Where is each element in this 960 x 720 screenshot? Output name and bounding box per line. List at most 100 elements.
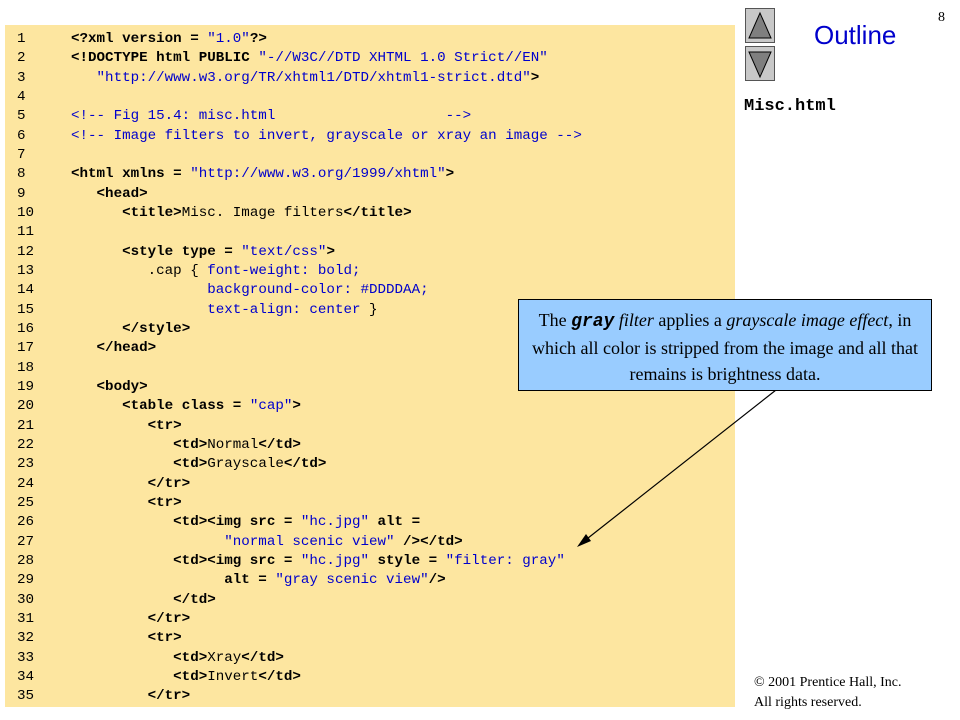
code-line: 12 <style type = "text/css"> [5,243,735,262]
code-line: 32 <tr> [5,629,735,648]
code-token: <body> [96,378,148,395]
code-token: </td> [241,649,284,666]
callout-note: The gray filter applies a grayscale imag… [518,299,932,391]
line-content: <style type = "text/css"> [71,243,335,262]
outline-title: Outline [814,20,897,50]
line-content: "http://www.w3.org/TR/xhtml1/DTD/xhtml1-… [71,69,540,88]
line-content: <!-- Image filters to invert, grayscale … [71,127,582,146]
line-content: background-color: #DDDDAA; [71,281,428,300]
line-number: 21 [17,417,35,434]
code-token: font-weight: bold; [207,262,361,279]
line-number: 34 [17,668,35,685]
code-line: 5<!-- Fig 15.4: misc.html --> [5,107,735,126]
line-number: 19 [17,378,35,395]
code-token: <head> [96,185,148,202]
code-line: 3 "http://www.w3.org/TR/xhtml1/DTD/xhtml… [5,69,735,88]
code-token: <title> [122,204,182,221]
code-token: } [360,301,378,318]
line-content: </tr> [71,687,191,706]
line-content: <tr> [71,494,182,513]
code-token: <td> [173,649,208,666]
line-number: 18 [17,359,35,376]
line-content: <html xmlns = "http://www.w3.org/1999/xh… [71,165,454,184]
code-token: <html xmlns = [71,166,191,183]
code-token: /></td> [394,533,463,550]
code-token: "normal scenic view" [224,533,395,550]
line-number: 33 [17,649,35,666]
line-content: <title>Misc. Image filters</title> [71,204,412,223]
code-token: text-align: center [207,301,361,318]
code-token: <!-- Fig 15.4: misc.html --> [71,108,472,125]
line-content: <td>Normal</td> [71,436,301,455]
line-number: 16 [17,320,35,337]
line-content: </tr> [71,475,191,494]
code-token: <tr> [147,630,182,647]
line-number: 12 [17,243,35,260]
code-token: </td> [173,591,216,608]
code-token: Invert [207,668,259,685]
previous-slide-button[interactable] [745,8,775,43]
line-number: 6 [17,127,26,144]
code-token: </td> [258,668,301,685]
code-token: "filter: gray" [445,552,565,569]
line-content: <tr> [71,417,182,436]
code-token: Xray [207,649,242,666]
code-token: <td> [173,436,208,453]
code-line: 14 background-color: #DDDDAA; [5,281,735,300]
line-number: 2 [17,50,26,67]
callout-rest: , in which all color is stripped from th… [532,310,918,384]
line-number: 4 [17,88,26,105]
code-token: "http://www.w3.org/1999/xhtml" [190,166,446,183]
line-content: <td>Grayscale</td> [71,455,326,474]
code-line: 13 .cap { font-weight: bold; [5,262,735,281]
line-number: 30 [17,591,35,608]
code-token: </td> [283,456,327,473]
code-line: 23 <td>Grayscale</td> [5,455,735,474]
line-number: 9 [17,185,26,202]
code-token: "1.0" [207,31,250,47]
copyright-line-1: © 2001 Prentice Hall, Inc. [754,675,902,690]
code-line: 33 <td>Xray</td> [5,649,735,668]
line-number: 20 [17,398,35,415]
code-line: 19 <body> [5,378,735,397]
code-token: "http://www.w3.org/TR/xhtml1/DTD/xhtml1-… [96,69,531,86]
code-token: > [292,398,301,415]
line-number: 27 [17,533,35,550]
code-line: 31 </tr> [5,610,735,629]
line-number: 7 [17,146,26,163]
page-number: 8 [938,10,945,25]
line-content: </style> [71,320,190,339]
code-token: <tr> [147,494,182,511]
next-slide-button[interactable] [745,46,775,81]
copyright-line-2: All rights reserved. [754,695,862,710]
code-token: > [445,166,455,183]
code-line: 21 <tr> [5,417,735,436]
code-token: </tr> [147,688,191,705]
code-line: 15 text-align: center } [5,301,735,320]
code-token: <tr> [147,417,182,434]
code-line: 30 </td> [5,591,735,610]
code-token: > [326,243,335,260]
line-content: <td>Xray</td> [71,649,284,668]
code-token: <td><img src = [173,514,301,531]
code-token: <td> [173,668,208,685]
line-number: 1 [17,31,26,47]
line-number: 26 [17,514,35,531]
code-token: ?> [249,31,267,47]
code-token: Grayscale [207,456,284,473]
code-token: .cap { [71,262,208,279]
code-line: 2<!DOCTYPE html PUBLIC "-//W3C//DTD XHTM… [5,49,735,68]
code-line: 1 <?xml version = "1.0"?> [5,30,735,49]
line-content: <td>Invert</td> [71,668,301,687]
code-token: > [530,69,540,86]
code-line: 4 [5,88,735,107]
callout-filter-word: filter [614,310,654,330]
code-token: </title> [343,204,412,221]
line-content: <td><img src = "hc.jpg" style = "filter:… [71,552,565,571]
line-content: <?xml version = "1.0"?> [71,30,267,49]
code-token: </tr> [147,475,191,492]
line-content: <body> [71,378,148,397]
line-content: </tr> [71,610,191,629]
callout-mid: applies a [653,310,727,330]
